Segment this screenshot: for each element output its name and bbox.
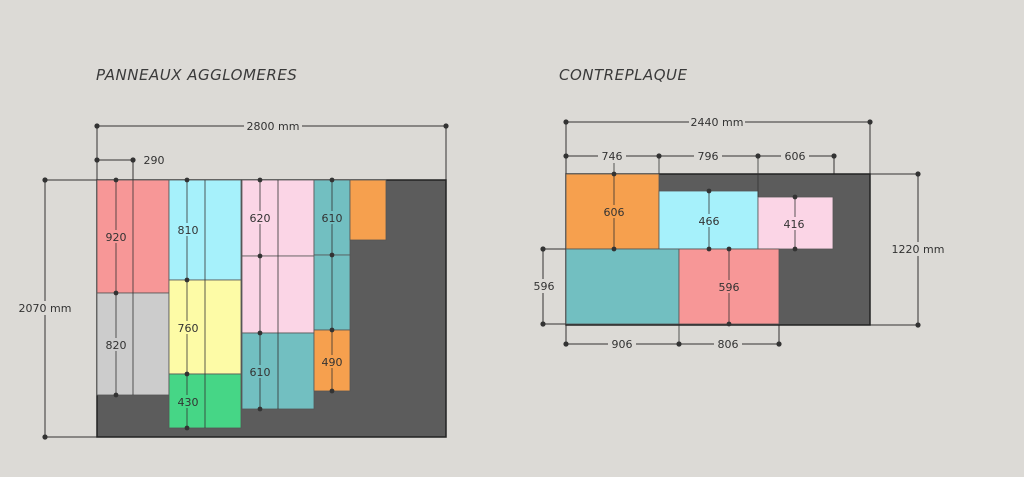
left-panel-title: PANNEAUX AGGLOMERES	[96, 66, 298, 84]
left-height-label: 2070 mm	[19, 302, 72, 315]
right-bottom-dim-806: 806	[718, 338, 739, 351]
piece-label-596: 596	[719, 281, 740, 294]
piece-label-490: 490	[322, 356, 343, 369]
right-height-label: 1220 mm	[892, 243, 945, 256]
piece-label-430: 430	[178, 396, 199, 409]
left-small-width-label: 290	[144, 154, 165, 167]
piece-label-810: 810	[178, 224, 199, 237]
piece-orange-top	[349, 179, 387, 241]
piece-label-920: 920	[106, 231, 127, 244]
piece-teal-right	[565, 248, 680, 325]
right-top-dim-606: 606	[785, 150, 806, 163]
right-top-dim-746: 746	[602, 150, 623, 163]
piece-label-416: 416	[784, 218, 805, 231]
piece-label-820: 820	[106, 339, 127, 352]
right-top-dim-796: 796	[698, 150, 719, 163]
piece-label-620: 620	[250, 212, 271, 225]
right-width-label: 2440 mm	[691, 116, 744, 129]
piece-label-606: 606	[604, 206, 625, 219]
left-width-label: 2800 mm	[247, 120, 300, 133]
piece-label-610-a: 610	[322, 212, 343, 225]
right-panel-title: CONTREPLAQUE	[559, 66, 688, 84]
right-left-dim-596: 596	[534, 280, 555, 293]
piece-label-466: 466	[699, 215, 720, 228]
piece-label-610-b: 610	[250, 366, 271, 379]
piece-label-760: 760	[178, 322, 199, 335]
right-bottom-dim-906: 906	[612, 338, 633, 351]
